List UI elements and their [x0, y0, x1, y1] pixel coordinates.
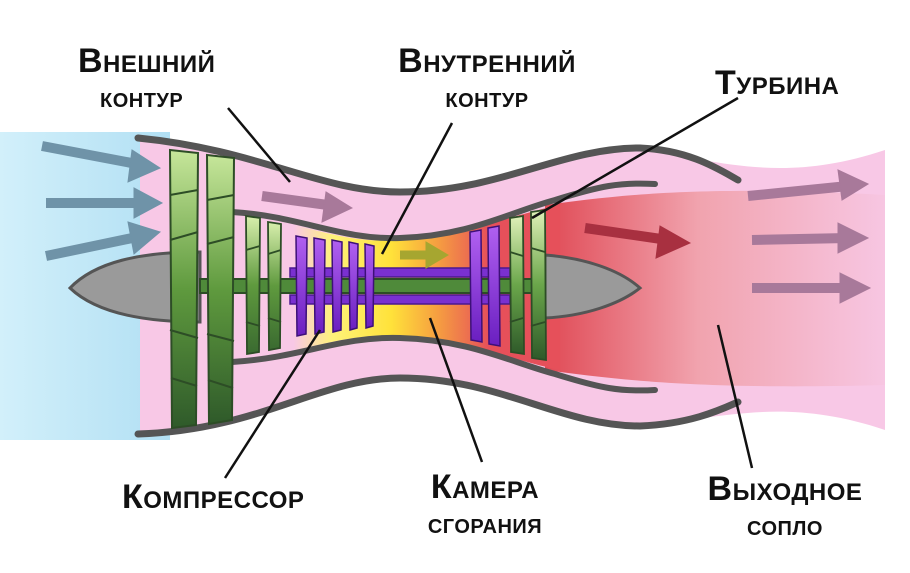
- leader-turbine: [531, 96, 739, 220]
- high-pressure-turbine: [469, 225, 501, 347]
- label-exhaust-nozzle-line2: сопло: [747, 510, 823, 541]
- leader-outer-contour: [227, 107, 291, 183]
- label-compressor: Компрессор: [122, 480, 304, 514]
- core-casing-bottom: [229, 334, 658, 394]
- label-inner-contour-line2: контур: [445, 82, 529, 113]
- label-inner-contour-line1: Внутренний: [398, 42, 576, 80]
- label-turbine-line1: Турбина: [715, 64, 840, 102]
- leader-exhaust-nozzle: [716, 324, 754, 469]
- leader-combustion-chamber: [428, 317, 484, 463]
- label-outer-contour: Внешний контур: [78, 44, 215, 112]
- leader-inner-contour: [380, 122, 454, 255]
- arrow-right-icon: [44, 221, 162, 261]
- high-pressure-compressor: [295, 235, 375, 337]
- arrow-right-icon: [752, 272, 872, 304]
- outer-casing-top: [134, 134, 742, 196]
- label-outer-contour-line1: Внешний: [78, 42, 216, 80]
- fan-stage-2: [205, 153, 236, 426]
- bypass-arrow: [261, 191, 354, 223]
- label-exhaust-nozzle-line1: Выходное: [707, 470, 863, 508]
- label-combustion-chamber-line1: Камера: [430, 468, 540, 506]
- label-turbine: Турбина: [715, 66, 839, 100]
- intake-arrows: [41, 141, 164, 261]
- label-exhaust-nozzle: Выходное сопло: [685, 472, 885, 540]
- tail-cone: [543, 253, 643, 320]
- leader-compressor: [223, 329, 322, 479]
- core-casing-top: [229, 180, 658, 242]
- label-outer-contour-line2: контур: [100, 82, 184, 113]
- arrow-right-icon: [584, 223, 692, 259]
- arrow-right-icon: [46, 187, 164, 219]
- label-inner-contour: Внутренний контур: [384, 44, 590, 112]
- exhaust-arrows: [584, 169, 872, 304]
- label-compressor-line1: Компрессор: [122, 478, 305, 516]
- fan-stage-1: [168, 148, 200, 430]
- label-combustion-chamber-line2: сгорания: [427, 508, 543, 539]
- low-pressure-turbine: [509, 208, 547, 362]
- core-arrow: [400, 241, 449, 269]
- arrow-right-icon: [41, 141, 162, 183]
- low-pressure-compressor: [245, 214, 282, 356]
- arrow-right-icon: [747, 169, 870, 201]
- arrow-right-icon: [751, 222, 870, 254]
- label-combustion-chamber: Камера сгорания: [400, 470, 570, 538]
